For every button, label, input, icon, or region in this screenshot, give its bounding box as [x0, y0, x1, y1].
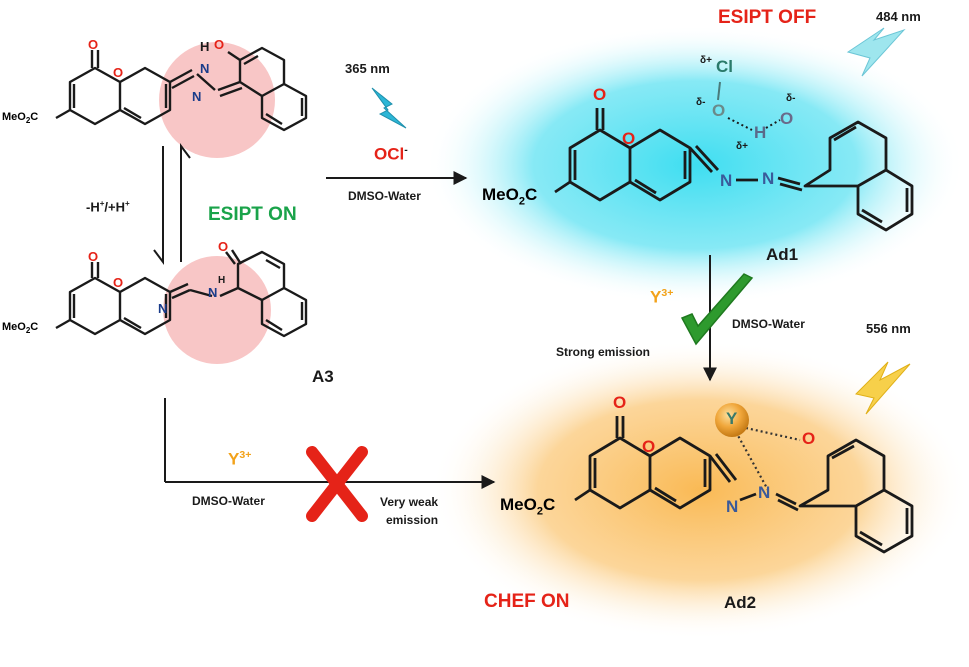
- esipt-on-label: ESIPT ON: [208, 204, 297, 225]
- ester-sub-a3: 2: [25, 326, 31, 336]
- atom-o-enol: O: [214, 37, 225, 52]
- solvent-right: DMSO-Water: [732, 317, 805, 331]
- atom-n-1: N: [200, 61, 210, 76]
- check-icon: [680, 273, 754, 346]
- y3-symbol-bottom: Y: [228, 449, 240, 469]
- weak-emission-line2: emission: [386, 513, 439, 527]
- delta-minus-phenol: δ-: [786, 93, 796, 104]
- ester-c-ad1: C: [524, 185, 538, 204]
- yttrium-ball: [715, 403, 749, 437]
- ester-me-a3: MeO: [2, 321, 26, 333]
- delta-plus-h: δ+: [736, 141, 748, 152]
- atom-o-ring-ad1: O: [622, 129, 636, 148]
- y3-reagent-right: Y3+: [650, 288, 673, 306]
- atom-y-ad2: Y: [726, 409, 738, 428]
- atom-n-ad2-1: N: [726, 497, 739, 516]
- atom-o-keto-a3: O: [218, 239, 229, 254]
- ester-c-a3: C: [30, 321, 39, 333]
- ester-group-1: MeO2C: [2, 112, 38, 125]
- atom-o-carbonyl-ad2: O: [613, 393, 627, 412]
- bolt-484-icon: [846, 27, 906, 77]
- pink-highlight-a3: [163, 256, 271, 364]
- atom-o-hypochlorite: O: [712, 101, 726, 120]
- wavelength-556: 556 nm: [866, 321, 911, 336]
- ester-c-ad2: C: [542, 495, 556, 514]
- atom-o-ring-ad2: O: [642, 437, 656, 456]
- compound-a3-label: A3: [312, 367, 334, 386]
- equilibrium-arrows: [153, 143, 191, 265]
- atom-h-ad1: H: [754, 123, 767, 142]
- atom-n-a3-2: N: [208, 285, 218, 300]
- ester-me-ad1: MeO: [482, 185, 519, 204]
- y3-charge-bottom: 3+: [239, 449, 252, 461]
- atom-o-phenoxide-ad2: O: [802, 429, 816, 448]
- atom-h-enol: H: [200, 39, 210, 54]
- delta-plus-cl: δ+: [700, 55, 712, 66]
- ester-sub-1: 2: [25, 116, 31, 126]
- cross-icon: [306, 446, 368, 522]
- atom-o-carbonyl-ad1: O: [593, 85, 607, 104]
- ester-me-1: MeO: [2, 111, 26, 123]
- molecule-ad2: [574, 416, 914, 554]
- atom-n-a3-1: N: [158, 301, 168, 316]
- atom-o-carbonyl-a3: O: [88, 249, 99, 264]
- delta-minus-o: δ-: [696, 97, 706, 108]
- y3-reagent-bottom: Y3+: [228, 450, 251, 468]
- y3-symbol: Y: [650, 287, 662, 307]
- wavelength-365: 365 nm: [345, 61, 390, 76]
- molecule-a3: [55, 249, 308, 338]
- molecule-enol: [55, 46, 308, 132]
- weak-emission-line1: Very weak: [380, 495, 439, 509]
- ocl-formula: OCl: [374, 144, 405, 164]
- solvent-top: DMSO-Water: [348, 189, 421, 203]
- ester-sub-ad1: 2: [518, 195, 525, 208]
- ester-me-ad2: MeO: [500, 495, 537, 514]
- ester-c-1: C: [30, 111, 39, 123]
- cyan-glow: [425, 25, 965, 305]
- atom-cl-ad1: Cl: [716, 57, 733, 76]
- wavelength-484: 484 nm: [876, 9, 921, 24]
- atom-n-2: N: [192, 89, 202, 104]
- atom-o-ring-1: O: [113, 65, 124, 80]
- atom-o-carbonyl-1: O: [88, 37, 99, 52]
- orange-glow: [430, 340, 969, 640]
- esipt-off-label: ESIPT OFF: [718, 7, 817, 28]
- atom-n-ad1-1: N: [720, 171, 733, 190]
- proton-sup-1: +: [99, 199, 105, 208]
- proton-sup-2: +: [125, 199, 130, 208]
- atom-n-ad1-2: N: [762, 169, 775, 188]
- ester-sub-ad2: 2: [536, 505, 543, 518]
- cl-o-bond: [717, 81, 721, 101]
- atom-n-ad2-2: N: [758, 483, 771, 502]
- proton-plus: /+H: [104, 199, 126, 215]
- atom-o-phenol-ad1: O: [780, 109, 794, 128]
- compound-ad2-label: Ad2: [724, 593, 757, 612]
- y3-charge: 3+: [661, 287, 674, 299]
- strong-emission-label: Strong emission: [556, 345, 651, 359]
- chef-on-label: CHEF ON: [484, 591, 570, 612]
- compound-ad1-label: Ad1: [766, 245, 799, 264]
- bolt-556-icon: [855, 361, 911, 415]
- ocl-reagent: OCl-: [374, 145, 408, 163]
- ester-group-a3: MeO2C: [2, 322, 38, 335]
- ester-group-ad2: MeO2C: [500, 496, 555, 517]
- bolt-365-icon: [371, 87, 407, 129]
- molecule-ad1: [554, 108, 914, 232]
- atom-o-ring-a3: O: [113, 275, 124, 290]
- ester-group-ad1: MeO2C: [482, 186, 537, 207]
- atom-nh-a3: H: [218, 275, 226, 286]
- proton-exchange: -H+/+H+: [86, 199, 130, 215]
- y-coordination-dots: [735, 426, 801, 491]
- proton-minus: -H: [86, 199, 100, 215]
- solvent-bottom: DMSO-Water: [192, 494, 265, 508]
- pink-highlight-top: [159, 42, 275, 158]
- ocl-charge: -: [404, 144, 408, 156]
